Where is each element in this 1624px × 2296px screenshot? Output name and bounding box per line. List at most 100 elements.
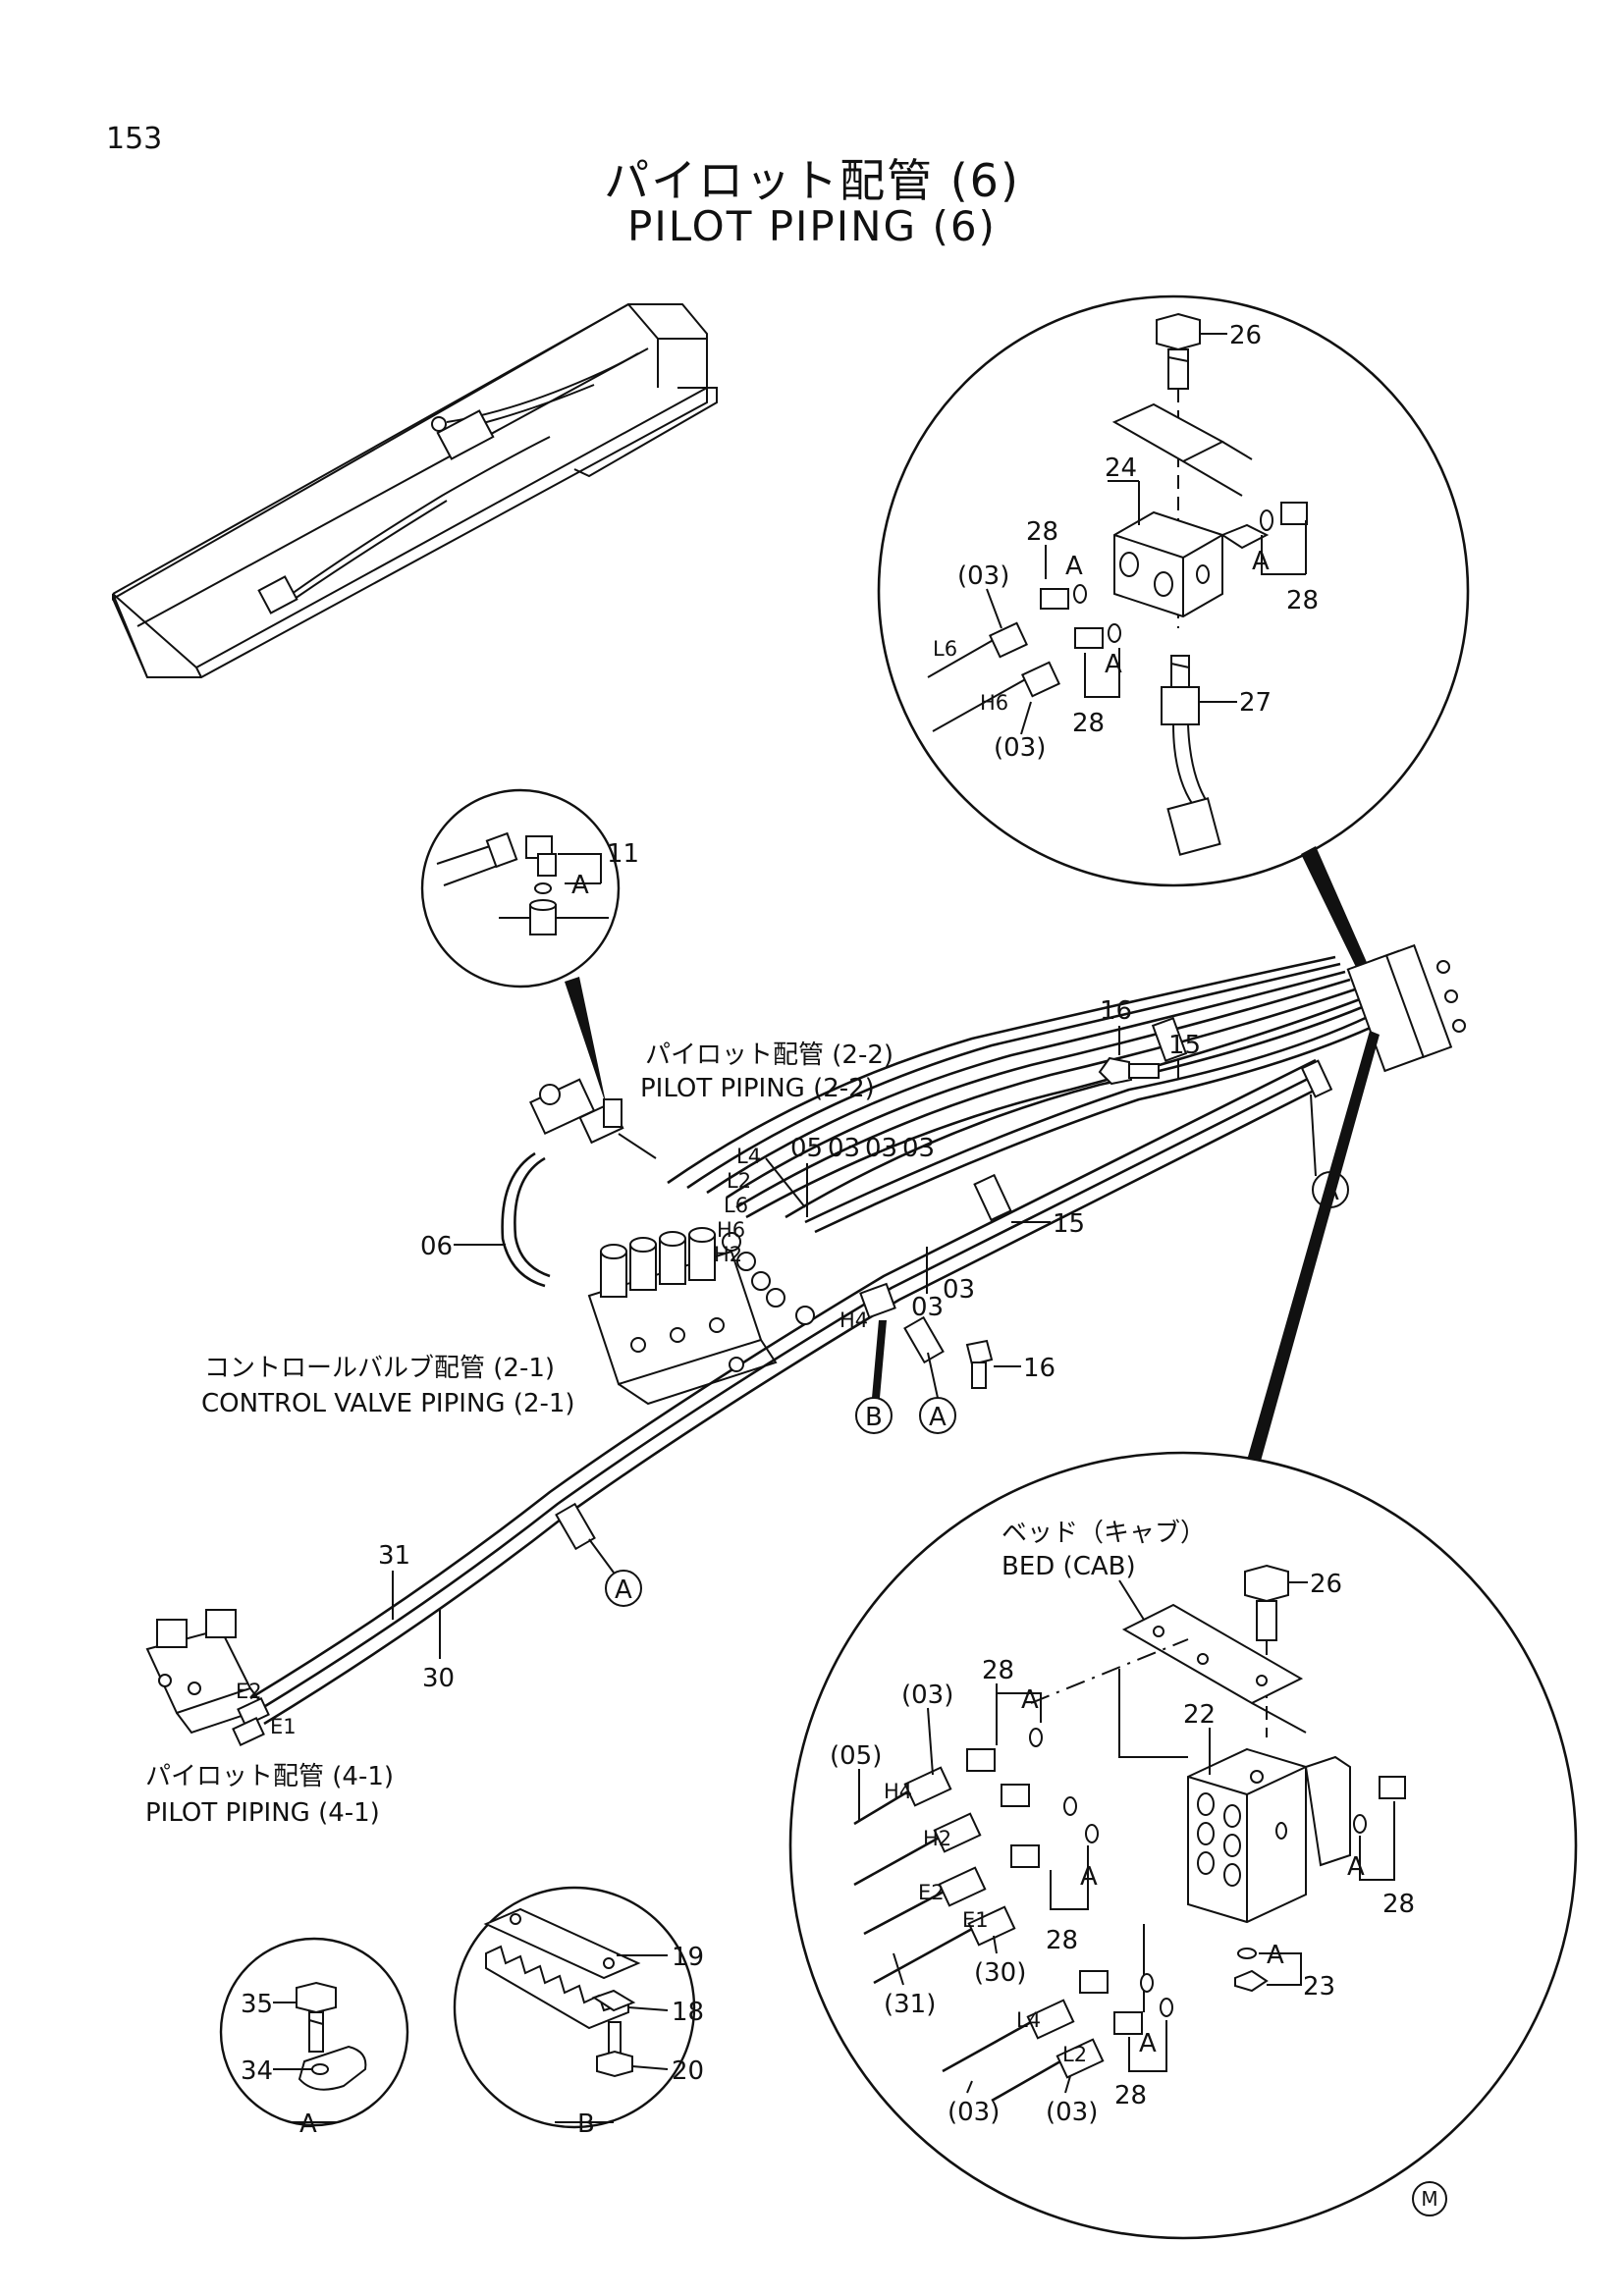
part-number-31: 31 — [378, 1541, 410, 1571]
plate-icon — [1121, 1603, 1307, 1734]
part-number-28: 28 — [1072, 709, 1105, 738]
port-label-l2: L2 — [727, 1169, 751, 1193]
part-number-16: 16 — [1100, 996, 1132, 1026]
part-number-20: 20 — [672, 2056, 704, 2086]
bolt-icon — [1244, 1564, 1289, 1641]
leader-wedge-top — [1301, 846, 1380, 995]
ref-pilot-piping-2-2-jp: パイロット配管 (2-2) — [645, 1041, 893, 1070]
callout-letter-a: A — [571, 871, 589, 900]
part-number-26: 26 — [1310, 1570, 1342, 1599]
part-number-28: 28 — [1114, 2081, 1147, 2110]
valve-block-icon — [1113, 510, 1270, 618]
part-number-28: 28 — [982, 1656, 1014, 1685]
port-label-h6: H6 — [717, 1218, 745, 1242]
part-number-03-ref: (03) — [994, 733, 1046, 763]
part-number-31-ref: (31) — [884, 1990, 936, 2019]
ref-pilot-piping-4-1-jp: パイロット配管 (4-1) — [145, 1762, 394, 1791]
callout-letter-a: A — [1080, 1862, 1098, 1892]
part-number-03: 03 — [911, 1293, 944, 1322]
part-number-03: 03 — [943, 1275, 975, 1305]
detail-circle-sensor-block: 26 24 — [877, 294, 1470, 887]
pilot-valve-left — [145, 1609, 270, 1746]
part-number-15: 15 — [1053, 1209, 1085, 1239]
part-number-18: 18 — [672, 1998, 704, 2027]
bolt-icon — [965, 1339, 994, 1389]
port-label-h4: H4 — [839, 1308, 868, 1332]
port-label-l6: L6 — [933, 637, 957, 661]
callout-letter-a: A — [1267, 1941, 1284, 1970]
fitting-icon — [529, 1078, 624, 1145]
bolt-icon — [296, 1981, 337, 2053]
part-number-11: 11 — [607, 839, 639, 869]
connector-block-right — [1346, 943, 1466, 1073]
ref-pilot-piping-2-2-en: PILOT PIPING (2-2) — [640, 1074, 875, 1103]
port-label-l2: L2 — [1062, 2043, 1087, 2066]
port-label-l4: L4 — [736, 1145, 761, 1168]
part-number-05-ref: (05) — [830, 1741, 882, 1771]
part-number-27: 27 — [1239, 688, 1272, 718]
part-number-24: 24 — [1105, 454, 1137, 483]
manufacturer-mark: M — [1412, 2181, 1447, 2216]
control-valve-body — [587, 1227, 778, 1406]
part-number-23: 23 — [1303, 1972, 1335, 2002]
part-number-03: 03 — [902, 1134, 935, 1163]
ref-bed-cab-jp: ベッド（キャブ） — [1001, 1519, 1206, 1548]
detail-circle-fitting-11: A 11 — [420, 788, 639, 988]
part-number-03: 03 — [828, 1134, 860, 1163]
svg-text:A: A — [929, 1403, 947, 1432]
port-label-h6: H6 — [980, 691, 1008, 715]
part-number-06: 06 — [420, 1232, 453, 1261]
port-label-h4: H4 — [884, 1780, 912, 1803]
central-piping-assembly — [145, 943, 1466, 1746]
port-label-l4: L4 — [1016, 2008, 1041, 2032]
part-number-03-ref: (03) — [1046, 2098, 1098, 2127]
port-label-e2: E2 — [918, 1881, 945, 1904]
ref-control-valve-piping-jp: コントロールバルブ配管 (2-1) — [204, 1354, 555, 1383]
ref-pilot-piping-4-1-en: PILOT PIPING (4-1) — [145, 1798, 380, 1828]
part-number-28: 28 — [1286, 586, 1319, 615]
port-label-e1: E1 — [270, 1715, 297, 1738]
valve-block-icon — [1187, 1747, 1351, 1924]
part-number-30-ref: (30) — [974, 1958, 1026, 1988]
sensor-icon — [1161, 655, 1221, 856]
part-number-35: 35 — [241, 1990, 273, 2019]
part-number-16: 16 — [1023, 1354, 1056, 1383]
callout-letter-a: A — [1105, 650, 1122, 679]
callout-letter-a: A — [1065, 552, 1083, 581]
part-number-03-ref: (03) — [947, 2098, 1000, 2127]
callout-circle-b: B — [855, 1397, 893, 1434]
part-number-19: 19 — [672, 1943, 704, 1972]
part-number-28: 28 — [1382, 1890, 1415, 1919]
part-number-34: 34 — [241, 2056, 273, 2086]
part-number-03: 03 — [865, 1134, 897, 1163]
plate-icon — [483, 1907, 641, 2030]
part-number-30: 30 — [422, 1664, 455, 1693]
port-label-h2: H2 — [714, 1243, 742, 1266]
part-number-28: 28 — [1046, 1926, 1078, 1955]
bolt-icon — [1098, 1056, 1160, 1086]
part-number-22: 22 — [1183, 1700, 1216, 1730]
leader-wedge-small — [565, 977, 607, 1107]
callout-letter-a: A — [1139, 2029, 1157, 2058]
page-title-english: PILOT PIPING (6) — [627, 202, 997, 250]
ref-control-valve-piping-en: CONTROL VALVE PIPING (2-1) — [201, 1389, 575, 1418]
callout-letter-a: A — [1021, 1685, 1039, 1715]
bolt-icon — [1156, 312, 1201, 390]
svg-text:A: A — [615, 1575, 632, 1605]
port-label-l6: L6 — [724, 1194, 748, 1217]
page-title-japanese: パイロット配管 (6) — [604, 154, 1020, 207]
page-number: 153 — [106, 122, 163, 156]
detail-circle-valve-block-22: ベッド（キャブ） BED (CAB) 26 — [788, 1451, 1578, 2240]
detail-circle-b-clamp-plate: 19 18 20 B — [453, 1886, 704, 2139]
callout-circle-a: A — [605, 1570, 642, 1607]
port-label-e1: E1 — [962, 1908, 989, 1932]
part-number-28: 28 — [1026, 517, 1058, 547]
bolt-icon — [596, 2021, 633, 2078]
plate-icon — [1111, 402, 1253, 497]
detail-circle-a-bolt-clamp: 35 34 A — [219, 1937, 409, 2139]
callout-letter-a: A — [1347, 1852, 1365, 1882]
machine-frame-outline — [112, 303, 718, 678]
part-number-26: 26 — [1229, 321, 1262, 350]
ref-bed-cab-en: BED (CAB) — [1001, 1552, 1136, 1581]
